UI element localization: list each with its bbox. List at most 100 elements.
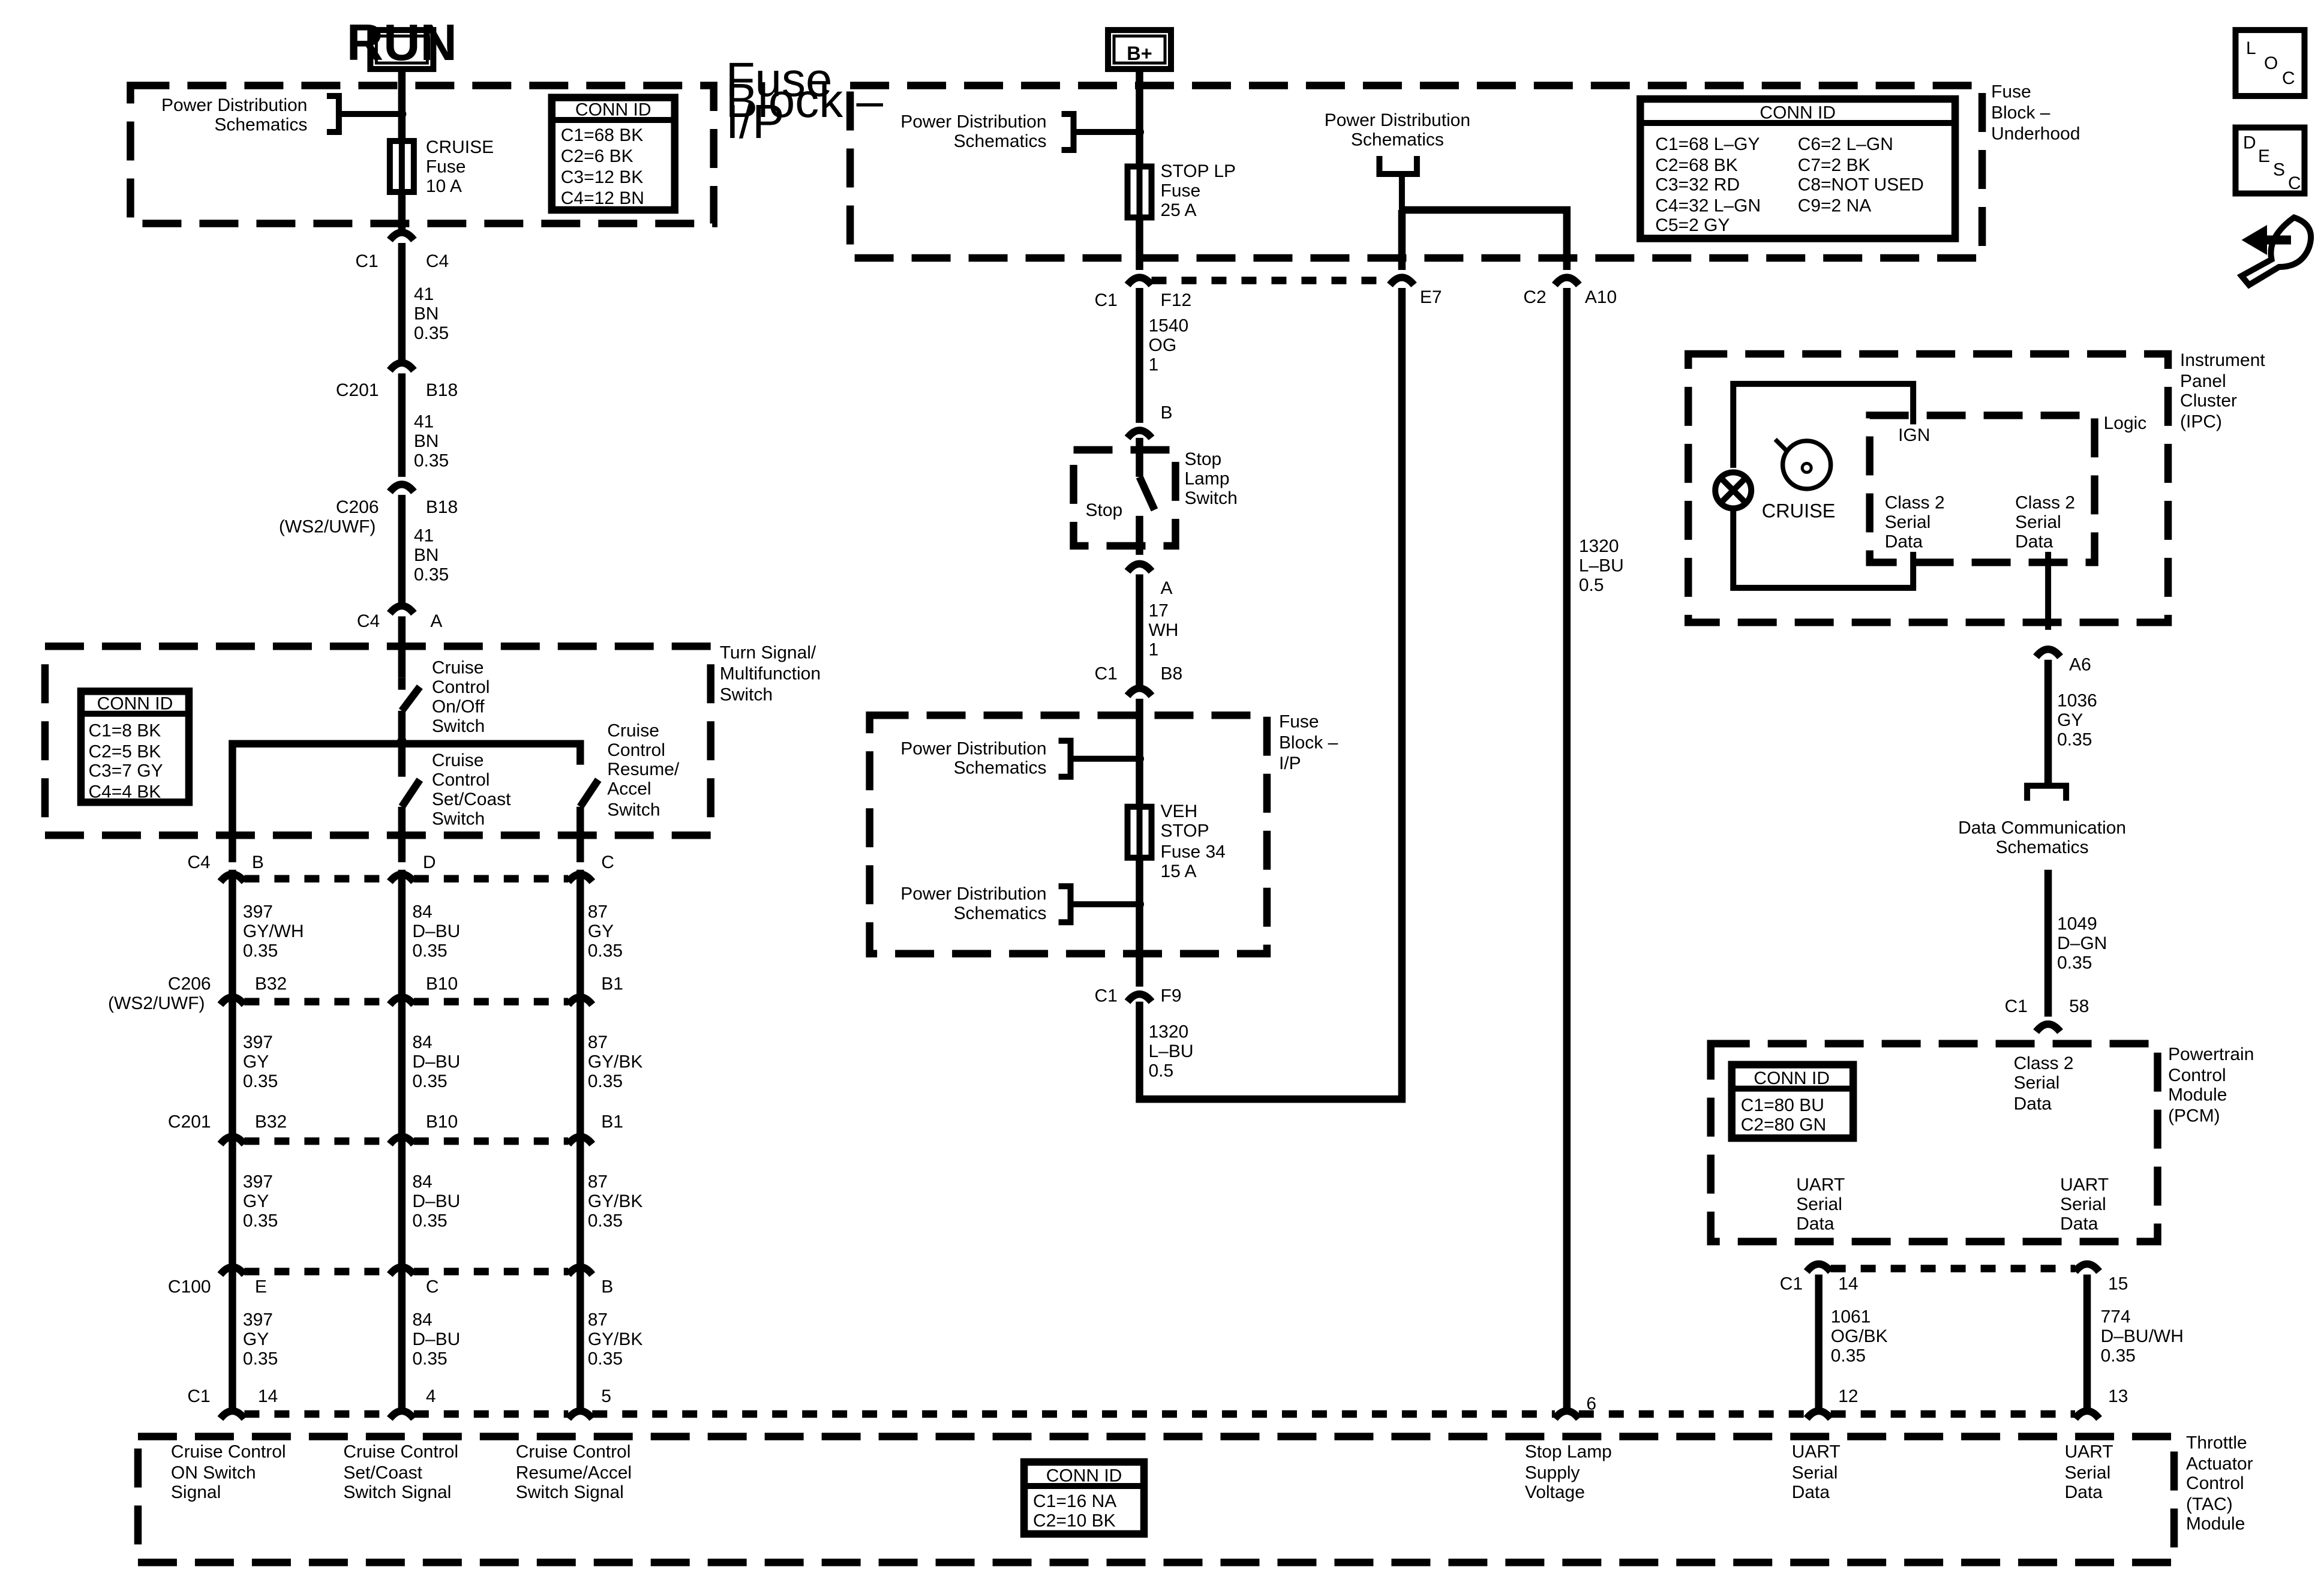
- svg-text:C7=2 BK: C7=2 BK: [1798, 155, 1870, 175]
- svg-text:O: O: [2264, 53, 2278, 73]
- diagnostic-tool-icon[interactable]: [2236, 214, 2314, 289]
- svg-text:GY/BK: GY/BK: [588, 1329, 643, 1349]
- power-distribution-ref-top-left: Power Distribution Schematics: [161, 93, 407, 136]
- fuse-ip-mid-output: C1 F9 1320 L–BU 0.5: [1095, 986, 1194, 1081]
- svg-text:Switch Signal: Switch Signal: [516, 1482, 624, 1502]
- svg-text:Module: Module: [2186, 1514, 2245, 1533]
- svg-text:1540: 1540: [1149, 316, 1189, 335]
- svg-text:C201: C201: [336, 380, 379, 400]
- svg-text:C206: C206: [336, 497, 379, 517]
- svg-text:Throttle: Throttle: [2186, 1433, 2247, 1452]
- svg-text:UART: UART: [2065, 1442, 2113, 1461]
- svg-text:CRUISE: CRUISE: [426, 137, 494, 157]
- svg-text:(WS2/UWF): (WS2/UWF): [108, 993, 205, 1013]
- svg-text:S: S: [2273, 160, 2285, 180]
- svg-text:CONN ID: CONN ID: [1046, 1466, 1122, 1485]
- svg-text:0.35: 0.35: [2101, 1346, 2136, 1366]
- fuse-block-ip-mid: [866, 712, 1271, 957]
- svg-text:Schematics: Schematics: [1996, 837, 2089, 857]
- pcm-to-tac-wires: C1 14 15 1061 OG/BK 0.35 774 D–BU/WH 0.3…: [1780, 1260, 2184, 1410]
- tac-signal-stop-lamp: Stop Lamp Supply Voltage: [1525, 1442, 1612, 1502]
- svg-text:0.35: 0.35: [243, 1349, 278, 1369]
- svg-text:0.35: 0.35: [243, 941, 278, 961]
- svg-text:Class 2: Class 2: [1885, 493, 1945, 512]
- svg-text:Resume/Accel: Resume/Accel: [516, 1463, 632, 1482]
- svg-text:I/P: I/P: [726, 95, 785, 148]
- tac-signal-uart-right: UART Serial Data: [2065, 1442, 2113, 1502]
- svg-text:C: C: [2288, 173, 2301, 193]
- svg-text:0.35: 0.35: [412, 941, 447, 961]
- loc-icon[interactable]: L O C: [2232, 27, 2308, 100]
- svg-text:Cluster: Cluster: [2180, 391, 2237, 410]
- svg-text:17: 17: [1149, 601, 1169, 620]
- ipc-title: Instrument Panel Cluster (IPC): [2180, 350, 2265, 431]
- svg-text:(IPC): (IPC): [2180, 412, 2222, 431]
- svg-text:Control: Control: [432, 770, 490, 790]
- svg-text:C: C: [426, 1277, 439, 1297]
- svg-text:C2=80 GN: C2=80 GN: [1741, 1115, 1827, 1135]
- pcm-title: Powertrain Control Module (PCM): [2168, 1044, 2254, 1125]
- svg-text:41: 41: [414, 412, 434, 431]
- svg-text:BN: BN: [414, 304, 439, 323]
- svg-text:BN: BN: [414, 431, 439, 451]
- svg-text:774: 774: [2101, 1307, 2131, 1327]
- cruise-resume-accel-switch: Cruise Control Resume/ Accel Switch: [577, 721, 680, 863]
- power-distribution-ref-ip-mid-2: Power Distribution Schematics: [900, 883, 1145, 926]
- svg-text:C1=68 BK: C1=68 BK: [561, 125, 644, 145]
- fuse-block-underhood: [846, 82, 1986, 262]
- svg-text:Fuse: Fuse: [726, 53, 833, 106]
- power-distribution-ref-ip-mid-1: Power Distribution Schematics: [900, 737, 1145, 780]
- svg-text:C4: C4: [187, 852, 210, 872]
- svg-text:Cruise Control: Cruise Control: [343, 1442, 458, 1461]
- svg-text:Data: Data: [1796, 1214, 1834, 1234]
- tac-signal-resume-accel: Cruise Control Resume/Accel Switch Signa…: [516, 1442, 632, 1502]
- svg-text:F9: F9: [1161, 986, 1182, 1006]
- svg-text:C1=68 L–GY: C1=68 L–GY: [1655, 134, 1759, 154]
- svg-text:Fuse: Fuse: [1991, 82, 2031, 102]
- svg-text:UART: UART: [1792, 1442, 1840, 1461]
- run-label: RUN: [347, 14, 457, 71]
- svg-text:B: B: [1161, 403, 1173, 422]
- svg-text:10 A: 10 A: [426, 176, 462, 196]
- svg-text:25 A: 25 A: [1161, 200, 1197, 220]
- svg-text:UART: UART: [1796, 1175, 1845, 1195]
- svg-text:C1: C1: [355, 251, 378, 271]
- svg-text:CONN ID: CONN ID: [1759, 103, 1836, 123]
- svg-text:D–GN: D–GN: [2057, 933, 2107, 953]
- svg-text:0.35: 0.35: [414, 565, 449, 584]
- tac-title: Throttle Actuator Control (TAC) Module: [2186, 1433, 2253, 1533]
- svg-text:397: 397: [243, 1310, 273, 1330]
- middle-chain: C1 F12 E7 C2 A10 1540 OG 1 B Stop Stop L…: [1070, 274, 1624, 1410]
- desc-icon[interactable]: D E S C: [2232, 124, 2308, 197]
- svg-text:0.35: 0.35: [412, 1071, 447, 1091]
- svg-text:C2=6 BK: C2=6 BK: [561, 146, 633, 166]
- svg-text:1: 1: [1149, 640, 1159, 659]
- fuse-block-underhood-title: Fuse Block – Underhood: [1991, 82, 2080, 144]
- svg-text:Powertrain: Powertrain: [2168, 1044, 2254, 1064]
- svg-text:Set/Coast: Set/Coast: [343, 1463, 422, 1482]
- svg-text:B32: B32: [255, 1112, 287, 1132]
- svg-text:C2: C2: [1523, 287, 1546, 307]
- tac-signal-cruise-on: Cruise Control ON Switch Signal: [171, 1442, 286, 1502]
- svg-text:Serial: Serial: [2014, 1073, 2060, 1093]
- powertrain-control-module: [1707, 1040, 2161, 1245]
- svg-text:C4=32 L–GN: C4=32 L–GN: [1655, 196, 1761, 215]
- tac-pins: 6 12 13: [1551, 1386, 2128, 1421]
- svg-text:Switch: Switch: [607, 800, 660, 820]
- svg-text:397: 397: [243, 1032, 273, 1052]
- svg-text:4: 4: [426, 1386, 436, 1406]
- ipc-logic: [1866, 412, 2098, 566]
- pcm-class2-serial: Class 2 Serial Data: [2014, 1053, 2074, 1113]
- svg-text:Lamp: Lamp: [1184, 469, 1229, 488]
- svg-text:Data Communication: Data Communication: [1958, 818, 2126, 838]
- stop-lp-fuse-25a: STOP LP Fuse 25 A: [1124, 161, 1236, 221]
- svg-text:14: 14: [1838, 1274, 1858, 1294]
- svg-text:C1: C1: [1095, 290, 1118, 310]
- svg-text:Actuator: Actuator: [2186, 1454, 2253, 1473]
- svg-text:C4=12 BN: C4=12 BN: [561, 188, 644, 208]
- svg-text:Power Distribution: Power Distribution: [1325, 110, 1470, 130]
- svg-text:Power Distribution: Power Distribution: [900, 112, 1046, 132]
- cruise-on-off-switch: Cruise Control On/Off Switch: [397, 658, 490, 746]
- svg-text:C4: C4: [357, 611, 380, 631]
- svg-text:41: 41: [414, 284, 434, 304]
